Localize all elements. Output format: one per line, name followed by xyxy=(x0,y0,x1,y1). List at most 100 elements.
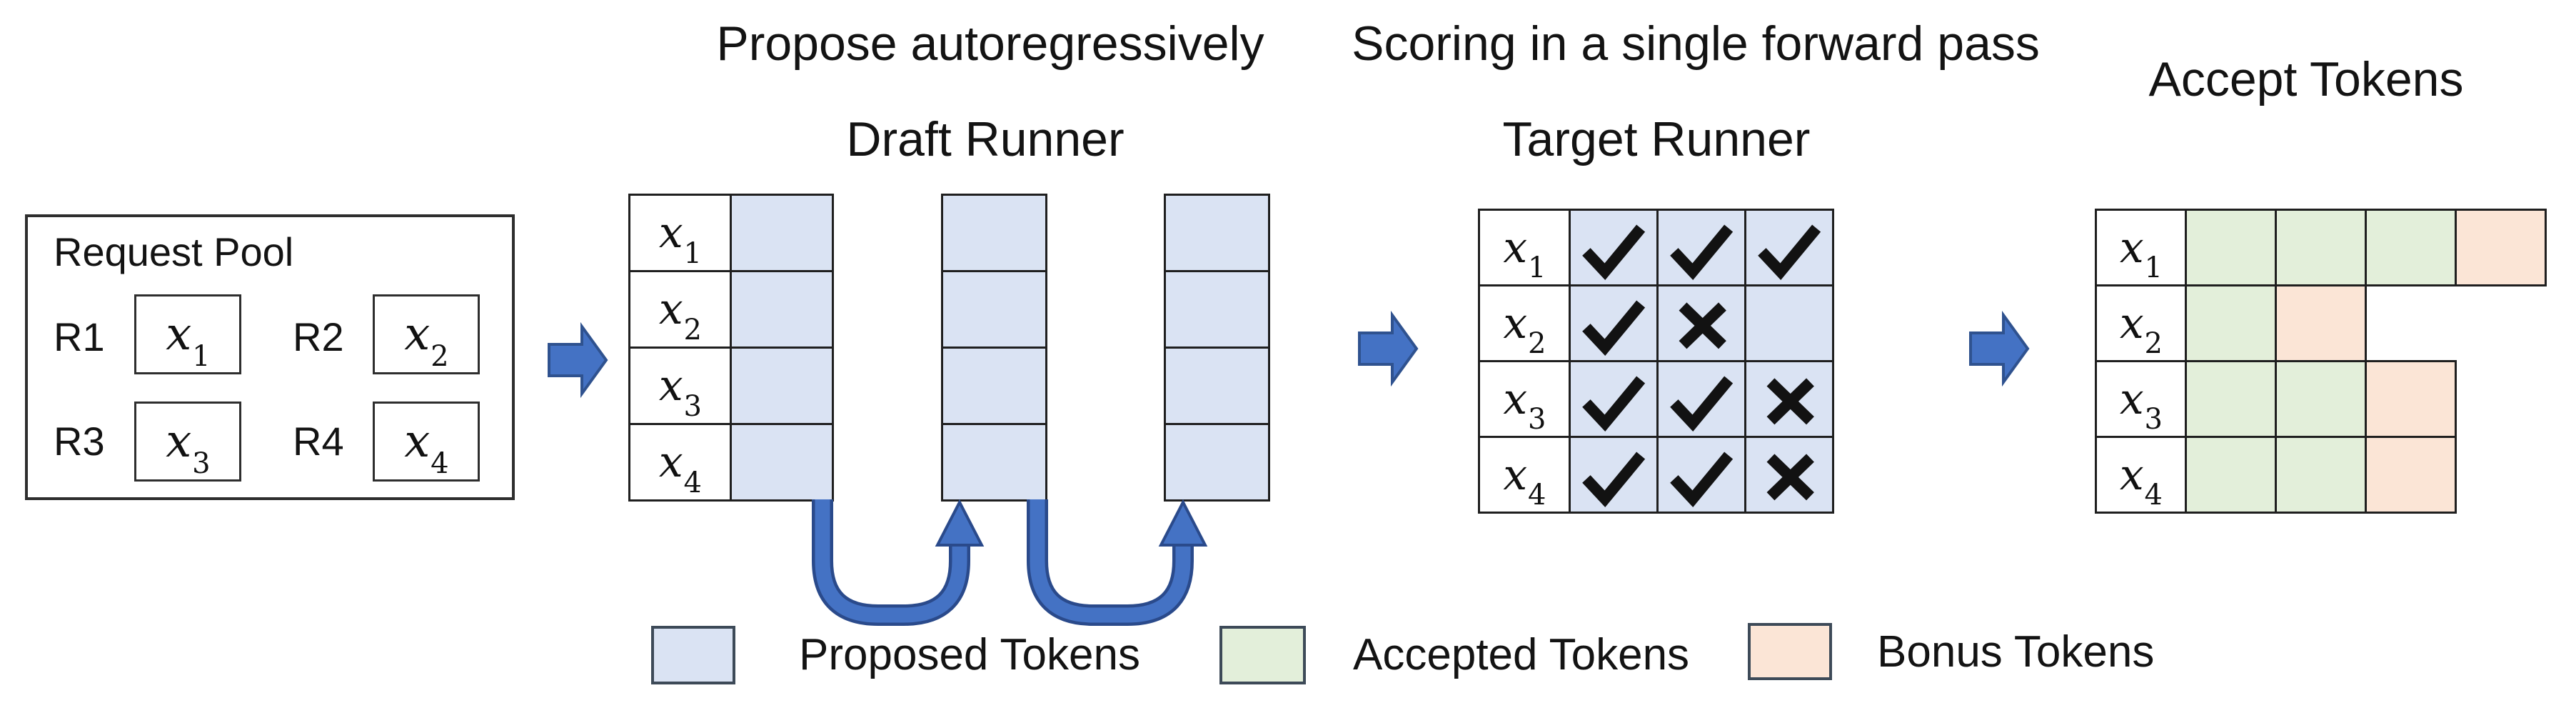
proposed-token-cell xyxy=(730,423,834,502)
proposed-token-cell xyxy=(941,194,1047,272)
score-cell-cross xyxy=(1744,360,1834,438)
target-row-label-cell: x3 xyxy=(1478,360,1571,438)
target-grid-row: x1 xyxy=(1478,209,1834,286)
bonus-token-cell xyxy=(2275,284,2367,362)
draft-grid-step1: x1 x2 x3 x4 xyxy=(628,194,834,502)
accepted-token-cell xyxy=(2185,209,2277,286)
proposed-token-cell xyxy=(1164,270,1270,349)
proposed-token-cell xyxy=(941,346,1047,425)
score-cell-check xyxy=(1656,360,1746,438)
row-token-label: x1 xyxy=(1503,222,1546,285)
draft-grid-row xyxy=(941,346,1047,425)
accepted-token-cell xyxy=(2185,436,2277,514)
score-cell-check xyxy=(1569,209,1659,286)
row-token-label: x4 xyxy=(2119,449,2163,512)
check-icon xyxy=(1582,224,1646,280)
check-icon xyxy=(1582,376,1646,432)
accept-row-label-cell: x1 xyxy=(2095,209,2187,286)
draft-row-label-cell: x4 xyxy=(628,423,732,502)
check-icon xyxy=(1758,224,1821,280)
accept-row-label-cell: x3 xyxy=(2095,360,2187,438)
target-grid-row: x2 xyxy=(1478,284,1834,362)
legend-swatch-bonus xyxy=(1748,623,1832,680)
draft-step-title: Propose autoregressively xyxy=(716,16,1264,71)
check-icon xyxy=(1582,300,1646,356)
target-grid-row: x3 xyxy=(1478,360,1834,438)
token-label-x3: x3 xyxy=(166,415,211,480)
accept-tokens-grid: x1 x2 x3 x4 xyxy=(2095,209,2547,514)
loop-arrow-step2-to-step3 xyxy=(1027,499,1208,626)
accepted-token-cell xyxy=(2185,284,2277,362)
target-row-label-cell: x4 xyxy=(1478,436,1571,514)
row-token-label: x2 xyxy=(1503,298,1546,361)
accept-tokens-title: Accept Tokens xyxy=(2148,52,2464,106)
draft-row-label-cell: x3 xyxy=(628,346,732,425)
score-cell-check xyxy=(1569,360,1659,438)
row-token-label: x3 xyxy=(1503,374,1546,437)
row-token-label: x4 xyxy=(1503,449,1546,512)
score-cell-cross xyxy=(1744,436,1834,514)
draft-grid-row xyxy=(1164,270,1270,349)
accept-row-label-cell: x4 xyxy=(2095,436,2187,514)
accepted-token-cell xyxy=(2275,360,2367,438)
legend-label-accepted: Accepted Tokens xyxy=(1353,630,1690,679)
proposed-token-cell xyxy=(1164,346,1270,425)
proposed-token-cell xyxy=(730,270,834,349)
request-id-r2: R2 xyxy=(293,314,344,359)
draft-grid-row xyxy=(941,194,1047,272)
request-token-box-r2: x2 xyxy=(373,294,480,374)
score-cell-check xyxy=(1744,209,1834,286)
accept-grid-row: x4 xyxy=(2095,436,2546,514)
draft-grid-row xyxy=(1164,423,1270,502)
request-id-r1: R1 xyxy=(54,314,105,359)
request-token-box-r3: x3 xyxy=(134,402,241,482)
draft-grid-row: x2 xyxy=(628,270,834,349)
cross-icon xyxy=(1766,377,1814,424)
row-token-label: x1 xyxy=(658,208,702,270)
accept-grid-row: x3 xyxy=(2095,360,2546,438)
draft-grid-row: x4 xyxy=(628,423,834,502)
draft-grid-step2 xyxy=(941,194,1047,502)
bonus-token-cell xyxy=(2365,436,2457,514)
row-token-label: x3 xyxy=(2119,374,2163,437)
target-scoring-grid: x1 x2 x3 x4 xyxy=(1478,209,1834,514)
bonus-token-cell xyxy=(2455,209,2547,286)
accept-grid-row: x2 xyxy=(2095,284,2546,362)
check-icon xyxy=(1670,452,1734,507)
proposed-token-cell xyxy=(1164,194,1270,272)
check-icon xyxy=(1670,224,1734,280)
cross-icon xyxy=(1766,453,1814,500)
check-icon xyxy=(1582,452,1646,507)
score-cell-check xyxy=(1656,209,1746,286)
target-step-title: Scoring in a single forward pass xyxy=(1352,16,2040,71)
token-label-x1: x1 xyxy=(166,308,211,373)
request-token-box-r1: x1 xyxy=(134,294,241,374)
legend-label-proposed: Proposed Tokens xyxy=(799,630,1140,679)
draft-runner-title: Draft Runner xyxy=(846,112,1125,166)
draft-grid-row: x3 xyxy=(628,346,834,425)
draft-grid-row xyxy=(941,423,1047,502)
row-token-label: x2 xyxy=(2119,298,2163,361)
draft-grid-step3 xyxy=(1164,194,1270,502)
flow-arrow-draft-to-target xyxy=(1358,310,1419,387)
draft-row-label-cell: x2 xyxy=(628,270,732,349)
row-token-label: x2 xyxy=(658,284,702,346)
request-pool-panel: Request Pool R1 x1 R2 x2 R3 x3 R4 x4 xyxy=(25,214,515,500)
score-cell-check xyxy=(1569,284,1659,362)
score-cell-check xyxy=(1569,436,1659,514)
accept-row-label-cell: x2 xyxy=(2095,284,2187,362)
accepted-token-cell xyxy=(2365,209,2457,286)
row-token-label: x1 xyxy=(2119,222,2163,285)
cross-icon xyxy=(1679,301,1726,349)
accepted-token-cell xyxy=(2275,436,2367,514)
flow-arrow-pool-to-draft xyxy=(548,321,608,399)
row-token-label: x3 xyxy=(658,361,702,423)
request-id-r4: R4 xyxy=(293,419,344,464)
proposed-token-cell xyxy=(941,270,1047,349)
request-token-box-r4: x4 xyxy=(373,402,480,482)
draft-grid-row: x1 xyxy=(628,194,834,272)
row-token-label: x4 xyxy=(658,437,702,499)
draft-grid-row xyxy=(1164,346,1270,425)
score-cell-none xyxy=(1744,284,1834,362)
